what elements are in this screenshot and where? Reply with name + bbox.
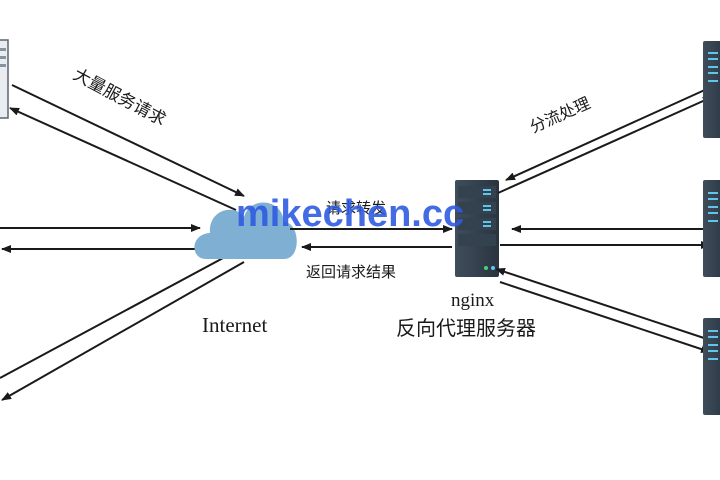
nginx-label: nginx	[451, 290, 495, 311]
reverse-proxy-label: 反向代理服务器	[396, 316, 536, 340]
cloud-icon	[194, 202, 297, 259]
server-rack-icon	[703, 180, 720, 277]
arrow-client3-to-cloud	[0, 249, 239, 379]
server-rack-icon	[703, 318, 720, 415]
arrow-cloud-to-client3	[1, 261, 245, 401]
server-rack-icon	[703, 41, 720, 138]
arrow-nginx-to-backend1	[497, 96, 713, 194]
backend-arrows	[495, 83, 719, 353]
client-arrows	[0, 84, 245, 401]
arrow-backend1-to-nginx	[505, 83, 719, 181]
arrow-nginx-to-backend3	[499, 281, 711, 353]
return-result-label: 返回请求结果	[306, 263, 396, 281]
forward-request-label: 请求转发	[326, 199, 386, 217]
proxy-arrows	[290, 225, 453, 251]
arrow-backend3-to-nginx	[495, 268, 711, 341]
server-rack-icon	[455, 180, 499, 277]
arrow-cloud-to-client1	[9, 107, 237, 211]
backend-servers	[703, 41, 720, 415]
internet-label: Internet	[202, 313, 267, 337]
client-computer-icon	[0, 39, 9, 119]
watermark: mikechen.cc	[236, 193, 464, 235]
arrow-client1-to-cloud	[11, 84, 245, 197]
load-split-label: 分流处理	[527, 93, 593, 136]
